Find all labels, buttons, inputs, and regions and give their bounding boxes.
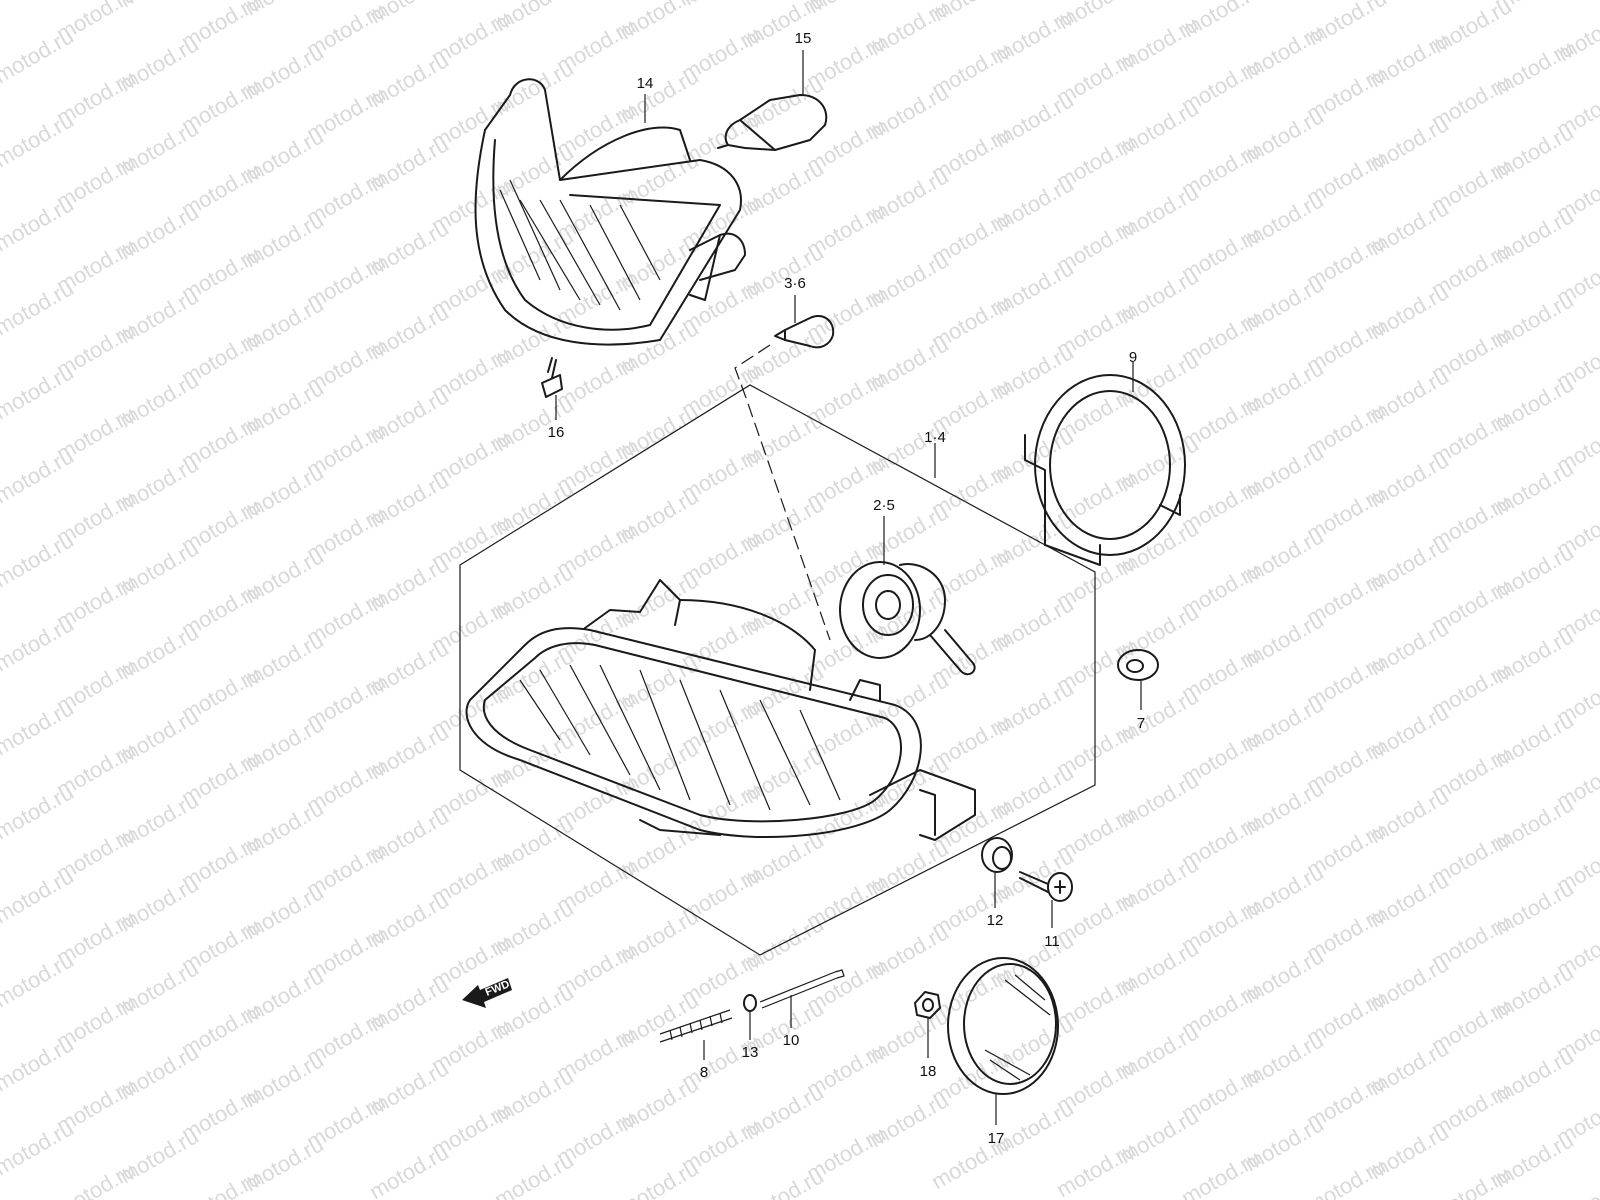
callout-16: 16 (548, 424, 565, 441)
grommet-part-7 (1117, 649, 1159, 681)
screw-part-11 (1019, 871, 1073, 902)
callout-3-6: 3·6 (784, 275, 806, 292)
bulb-leader-dash (734, 344, 831, 641)
leader-lines (555, 50, 1142, 1125)
watermark-text: motod.ru (740, 1163, 828, 1200)
watermark-text: motod.ru (490, 1147, 578, 1200)
callout-17: 17 (988, 1130, 1005, 1147)
callout-7: 7 (1137, 715, 1145, 732)
watermark-text: motod.ru (0, 275, 78, 340)
watermark-text: motod.ru (0, 527, 78, 592)
watermark-text: motod.ru (0, 443, 78, 508)
adjust-screw-part-10 (759, 969, 845, 1009)
watermark-text: motod.ru (1552, 1169, 1600, 1200)
watermark-text: motod.ru (553, 0, 641, 2)
watermark-text: motod.ru (0, 863, 78, 928)
watermark-text: motod.ru (0, 611, 78, 676)
callout-18: 18 (920, 1063, 937, 1080)
reflector-part-17 (947, 957, 1059, 1095)
watermark-text: motod.ru (1427, 1161, 1515, 1200)
callout-12: 12 (987, 912, 1004, 929)
watermark-text: motod.ru (52, 1157, 140, 1200)
bulb-part (717, 94, 828, 151)
bulb-retainer-ring-part (1024, 374, 1186, 566)
callout-13: 13 (742, 1044, 759, 1061)
watermark-text: motod.ru (0, 359, 78, 424)
watermark-text: motod.ru (0, 107, 78, 172)
spring-part-8 (659, 1009, 733, 1043)
watermark-text: motod.ru (0, 695, 78, 760)
watermark-text: motod.ru (0, 1031, 78, 1096)
watermark-text: motod.ru (0, 779, 78, 844)
watermark-text: motod.ru (0, 947, 78, 1012)
callout-9: 9 (1129, 349, 1137, 366)
watermark-text: motod.ru (0, 1115, 78, 1180)
washer-part-13 (743, 994, 757, 1012)
watermark-text: motod.ru (1177, 1145, 1265, 1200)
bulb-socket-part (839, 561, 976, 676)
watermark-text: motod.ru (0, 0, 78, 4)
assembly-outline (459, 384, 1096, 956)
callout-10: 10 (783, 1032, 800, 1049)
washer-part-12 (981, 837, 1013, 873)
position-bulb-part (774, 315, 835, 349)
nut-part-18 (914, 991, 941, 1019)
callout-labels: 14 15 3·6 16 9 1·4 2·5 7 12 11 8 13 10 1… (548, 30, 1146, 1147)
callout-14: 14 (637, 75, 654, 92)
screw-part-16 (541, 357, 563, 398)
watermark-text: motod.ru (1302, 1153, 1390, 1200)
watermark-text: motod.ru (615, 1155, 703, 1200)
callout-8: 8 (700, 1064, 708, 1081)
headlight-housing-part (474, 78, 746, 346)
callout-2-5: 2·5 (873, 497, 895, 514)
callout-1-4: 1·4 (924, 429, 946, 446)
callout-11: 11 (1044, 933, 1060, 950)
callout-15: 15 (795, 30, 812, 47)
watermark-text: motod.ru (0, 23, 78, 88)
forward-direction-marker: FWD (462, 978, 512, 1008)
headlight-lens-unit-part (465, 579, 976, 841)
watermark-text: motod.ru (0, 191, 78, 256)
watermark-text: motod.ru (365, 1139, 453, 1200)
